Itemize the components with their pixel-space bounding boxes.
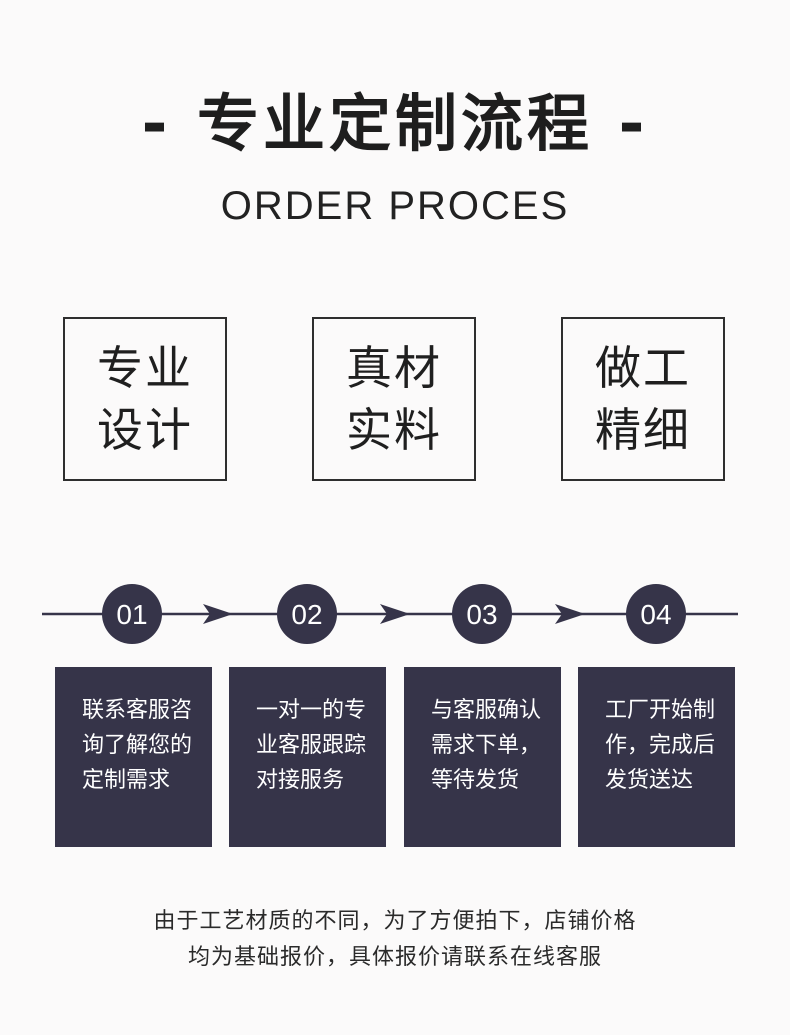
feature-box-workmanship: 做工 精细 [561, 317, 725, 481]
step-card-order: 与客服确认 需求下单， 等待发货 [404, 667, 561, 847]
feature-label-line1: 真材 [346, 341, 442, 395]
step-text-line: 发货送达 [605, 768, 694, 793]
step-number: 01 [116, 599, 147, 630]
arrow-right-icon [380, 604, 410, 624]
step-text-line: 一对一的专 [256, 698, 367, 723]
feature-label-line1: 做工 [595, 341, 691, 395]
arrow-right-icon [203, 604, 233, 624]
feature-box-materials: 真材 实料 [312, 317, 476, 481]
step-circle [277, 584, 337, 644]
page-subtitle: ORDER PROCES [220, 184, 570, 228]
step-number: 04 [640, 599, 671, 630]
step-card-delivery: 工厂开始制 作，完成后 发货送达 [578, 667, 735, 847]
step-text-line: 对接服务 [256, 768, 345, 793]
step-circle [452, 584, 512, 644]
feature-label-line1: 专业 [97, 341, 193, 395]
step-text-line: 联系客服咨 [82, 698, 193, 723]
step-card-service: 一对一的专 业客服跟踪 对接服务 [229, 667, 386, 847]
feature-label-line2: 实料 [346, 403, 442, 457]
feature-label-line2: 精细 [595, 403, 691, 457]
step-text-line: 需求下单， [431, 733, 542, 758]
feature-box-design: 专业 设计 [63, 317, 227, 481]
pricing-note-line2: 均为基础报价，具体报价请联系在线客服 [187, 945, 602, 970]
arrow-right-icon [555, 604, 585, 624]
step-text-line: 定制需求 [82, 768, 171, 793]
step-text-line: 业客服跟踪 [256, 733, 367, 758]
step-text-line: 工厂开始制 [605, 698, 716, 723]
step-number: 03 [466, 599, 497, 630]
step-text-line: 作，完成后 [605, 733, 716, 758]
step-number: 02 [291, 599, 322, 630]
step-card-contact: 联系客服咨 询了解您的 定制需求 [55, 667, 212, 847]
step-text-line: 与客服确认 [431, 698, 542, 723]
step-circle [102, 584, 162, 644]
step-circle [626, 584, 686, 644]
feature-label-line2: 设计 [97, 403, 193, 457]
page-title: - 专业定制流程 - [141, 87, 649, 160]
step-text-line: 等待发货 [431, 768, 520, 793]
step-text-line: 询了解您的 [82, 733, 193, 758]
pricing-note-line1: 由于工艺材质的不同，为了方便拍下，店铺价格 [153, 909, 637, 934]
process-timeline: 01 02 03 04 [42, 584, 738, 644]
